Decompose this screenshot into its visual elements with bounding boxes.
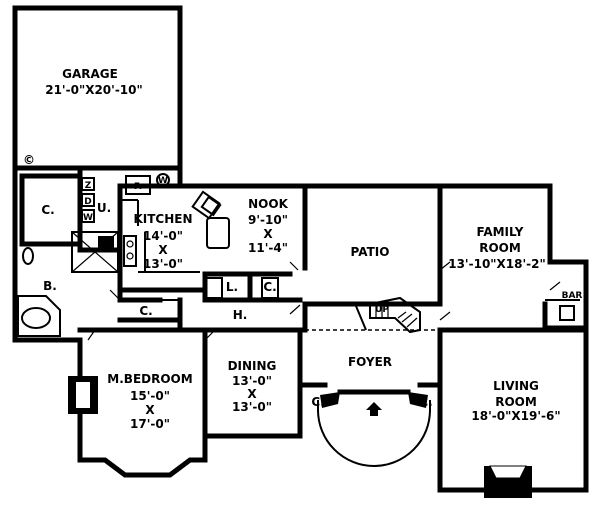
kitchen-dim-x: X (158, 243, 168, 257)
utility-label: U. (97, 201, 111, 215)
living-fireplace (484, 465, 532, 498)
master-dim-2: 17'-0" (130, 417, 170, 431)
dining-dim-1: 13'-0" (232, 374, 272, 388)
stairs (355, 296, 421, 334)
master-dim-1: 15'-0" (130, 389, 170, 403)
hall-label: H. (233, 308, 248, 322)
foyer-label: FOYER (348, 355, 392, 369)
family-label-2: ROOM (479, 241, 521, 255)
laundry-label: L. (226, 280, 238, 294)
master-label: M.BEDROOM (107, 372, 192, 386)
closet-foyer-right-label: C. (419, 395, 432, 409)
garage-walls (12, 5, 183, 173)
dining-dim-2: 13'-0" (232, 400, 272, 414)
bath-fixtures (17, 173, 170, 337)
kitchen-label: KITCHEN (133, 212, 192, 226)
master-dim-x: X (145, 403, 155, 417)
closet-top-label: C. (41, 203, 54, 217)
dryer-label: D (84, 197, 91, 207)
closet-bath-label: C. (139, 304, 152, 318)
z-label: Z (85, 181, 92, 191)
washer-label: W (83, 213, 93, 223)
left-wing-walls (12, 165, 183, 343)
living-label-2: ROOM (495, 395, 537, 409)
family-label-1: FAMILY (477, 225, 524, 239)
w-box-label: W (158, 176, 168, 186)
bath-label: B. (43, 279, 57, 293)
family-dims: 13'-10"X18'-2" (448, 257, 546, 271)
living-label-1: LIVING (493, 379, 539, 393)
kitchen-dim-2: 13'-0" (143, 257, 183, 271)
living-dims: 18'-0"X19'-6" (471, 409, 560, 423)
stairs-up-label: UP (375, 305, 389, 315)
nook-dim-2: 11'-4" (248, 241, 288, 255)
circle-c-mark: © (23, 153, 35, 167)
dining-dim-x: X (247, 387, 257, 401)
nook-label: NOOK (248, 197, 288, 211)
nook-dim-1: 9'-10" (248, 213, 288, 227)
door-swings (87, 261, 580, 341)
kitchen-dim-1: 14'-0" (143, 229, 183, 243)
closet-l-label: C. (263, 280, 276, 294)
nook-dim-x: X (263, 227, 273, 241)
closet-foyer-left-label: C. (311, 395, 324, 409)
garage-dims: 21'-0"X20'-10" (45, 83, 143, 97)
freezer-label: F. (134, 182, 142, 192)
patio-label: PATIO (351, 245, 390, 259)
garage-label: GARAGE (62, 67, 118, 81)
bar-label: BAR (562, 291, 583, 301)
dining-label: DINING (228, 359, 277, 373)
kitchen-area (117, 190, 303, 333)
house-outer-walls (177, 183, 589, 493)
master-bedroom-walls (68, 327, 208, 478)
